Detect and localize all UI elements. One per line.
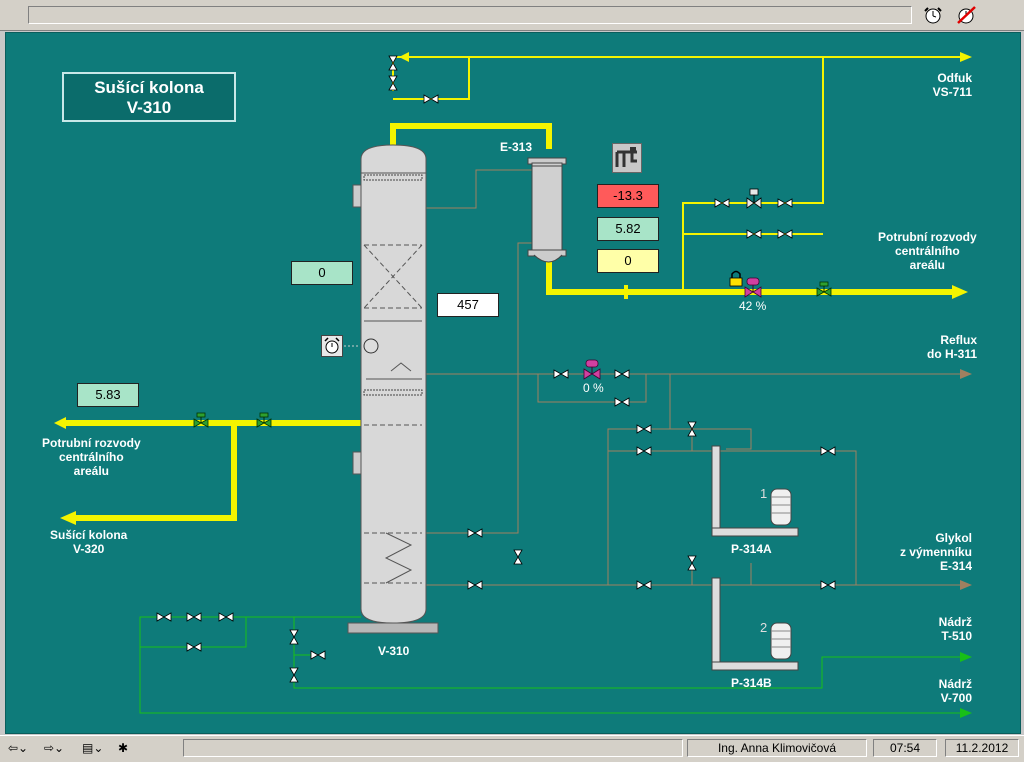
screen-title: Sušící kolona V-310 bbox=[62, 72, 236, 122]
label-susici-1: Sušící kolona bbox=[50, 528, 128, 542]
label-reflux: Reflux do H-311 bbox=[927, 333, 977, 361]
label-glykol-1: Glykol bbox=[935, 531, 972, 545]
lock-icon[interactable] bbox=[729, 270, 743, 287]
label-potrubni-right-3: areálu bbox=[909, 258, 946, 272]
process-screen: Sušící kolona V-310 E-313 V-310 Odfuk VS… bbox=[5, 32, 1021, 734]
label-susici-2: V-320 bbox=[73, 542, 105, 556]
label-nadrz-t-2: T-510 bbox=[941, 629, 972, 643]
label-p314b: P-314B bbox=[731, 676, 772, 690]
brown-pipes bbox=[426, 169, 964, 586]
yellow-thin-pipes bbox=[392, 56, 961, 292]
label-nadrz-v-2: V-700 bbox=[940, 691, 972, 705]
label-nadrz-t510: Nádrž T-510 bbox=[939, 615, 972, 643]
valves[interactable] bbox=[156, 55, 836, 683]
clock-date: 11.2.2012 bbox=[945, 739, 1019, 757]
label-potrubni-right: Potrubní rozvody centrálního areálu bbox=[878, 230, 977, 272]
process-diagram bbox=[54, 52, 972, 718]
back-icon[interactable]: ⇦⌄ bbox=[8, 741, 29, 755]
green-pipes bbox=[139, 616, 964, 714]
tool-icon[interactable]: ✱ bbox=[118, 741, 129, 755]
label-potrubni-left: Potrubní rozvody centrálního areálu bbox=[42, 436, 141, 478]
yellow-pipes bbox=[61, 123, 961, 521]
label-v310: V-310 bbox=[378, 644, 410, 658]
label-glykol-3: E-314 bbox=[939, 559, 972, 573]
yellow-arrows bbox=[54, 52, 972, 525]
flow-value[interactable]: 5.82 bbox=[597, 217, 659, 241]
label-susici-v320: Sušící kolona V-320 bbox=[50, 528, 127, 556]
pump-p314b[interactable] bbox=[711, 577, 799, 671]
label-potrubni-right-2: centrálního bbox=[894, 244, 960, 258]
pump2-number: 2 bbox=[760, 620, 768, 635]
title-line2: V-310 bbox=[126, 98, 172, 117]
e313-out-value[interactable]: 0 bbox=[597, 249, 659, 273]
forward-icon[interactable]: ⇨⌄ bbox=[44, 741, 65, 755]
reflux-valve-percent: 0 % bbox=[583, 381, 604, 395]
heat-exchanger-e313[interactable] bbox=[527, 157, 567, 263]
top-valve-percent: 42 % bbox=[739, 299, 767, 313]
clock-time: 07:54 bbox=[873, 739, 937, 757]
pipe-schema-icon[interactable] bbox=[612, 143, 642, 173]
label-nadrz-t-1: Nádrž bbox=[938, 615, 972, 629]
title-line1: Sušící kolona bbox=[94, 78, 204, 97]
temp-value[interactable]: -13.3 bbox=[597, 184, 659, 208]
alarm-off-icon[interactable] bbox=[955, 5, 977, 25]
label-reflux-1: Reflux bbox=[940, 333, 977, 347]
column-v310[interactable] bbox=[347, 144, 439, 634]
label-potrubni-left-2: centrálního bbox=[58, 450, 124, 464]
label-nadrz-v700: Nádrž V-700 bbox=[939, 677, 972, 705]
label-reflux-2: do H-311 bbox=[926, 347, 977, 361]
label-odfuk: Odfuk VS-711 bbox=[933, 71, 972, 99]
label-e313: E-313 bbox=[500, 140, 533, 154]
column-mid-value[interactable]: 0 bbox=[291, 261, 353, 285]
label-glykol: Glykol z výmenníku E-314 bbox=[900, 531, 972, 573]
message-area bbox=[183, 739, 683, 757]
label-potrubni-left-1: Potrubní rozvody bbox=[42, 436, 141, 450]
label-potrubni-left-3: areálu bbox=[73, 464, 110, 478]
label-p314a: P-314A bbox=[731, 542, 772, 556]
label-nadrz-v-1: Nádrž bbox=[938, 677, 972, 691]
green-arrows bbox=[960, 652, 972, 718]
flange bbox=[624, 285, 628, 299]
list-icon[interactable]: ▤⌄ bbox=[82, 741, 104, 755]
label-potrubni-right-1: Potrubní rozvody bbox=[878, 230, 977, 244]
pump1-number: 1 bbox=[760, 486, 768, 501]
alarm-clock-icon[interactable] bbox=[922, 5, 944, 25]
alarm-clock-icon[interactable] bbox=[321, 335, 343, 357]
brown-arrows bbox=[960, 369, 972, 590]
pump-p314a[interactable] bbox=[711, 445, 799, 537]
message-field[interactable] bbox=[28, 6, 912, 24]
label-glykol-2: z výmenníku bbox=[899, 545, 972, 559]
feed-value[interactable]: 5.83 bbox=[77, 383, 139, 407]
label-odfuk-2: VS-711 bbox=[932, 85, 972, 99]
level-value[interactable]: 457 bbox=[437, 293, 499, 317]
top-toolbar bbox=[0, 0, 1024, 31]
user-name: Ing. Anna Klimovičová bbox=[687, 739, 867, 757]
status-bar: ⇦⌄ ⇨⌄ ▤⌄ ✱ Ing. Anna Klimovičová 07:54 1… bbox=[0, 735, 1024, 762]
label-odfuk-1: Odfuk bbox=[937, 71, 972, 85]
